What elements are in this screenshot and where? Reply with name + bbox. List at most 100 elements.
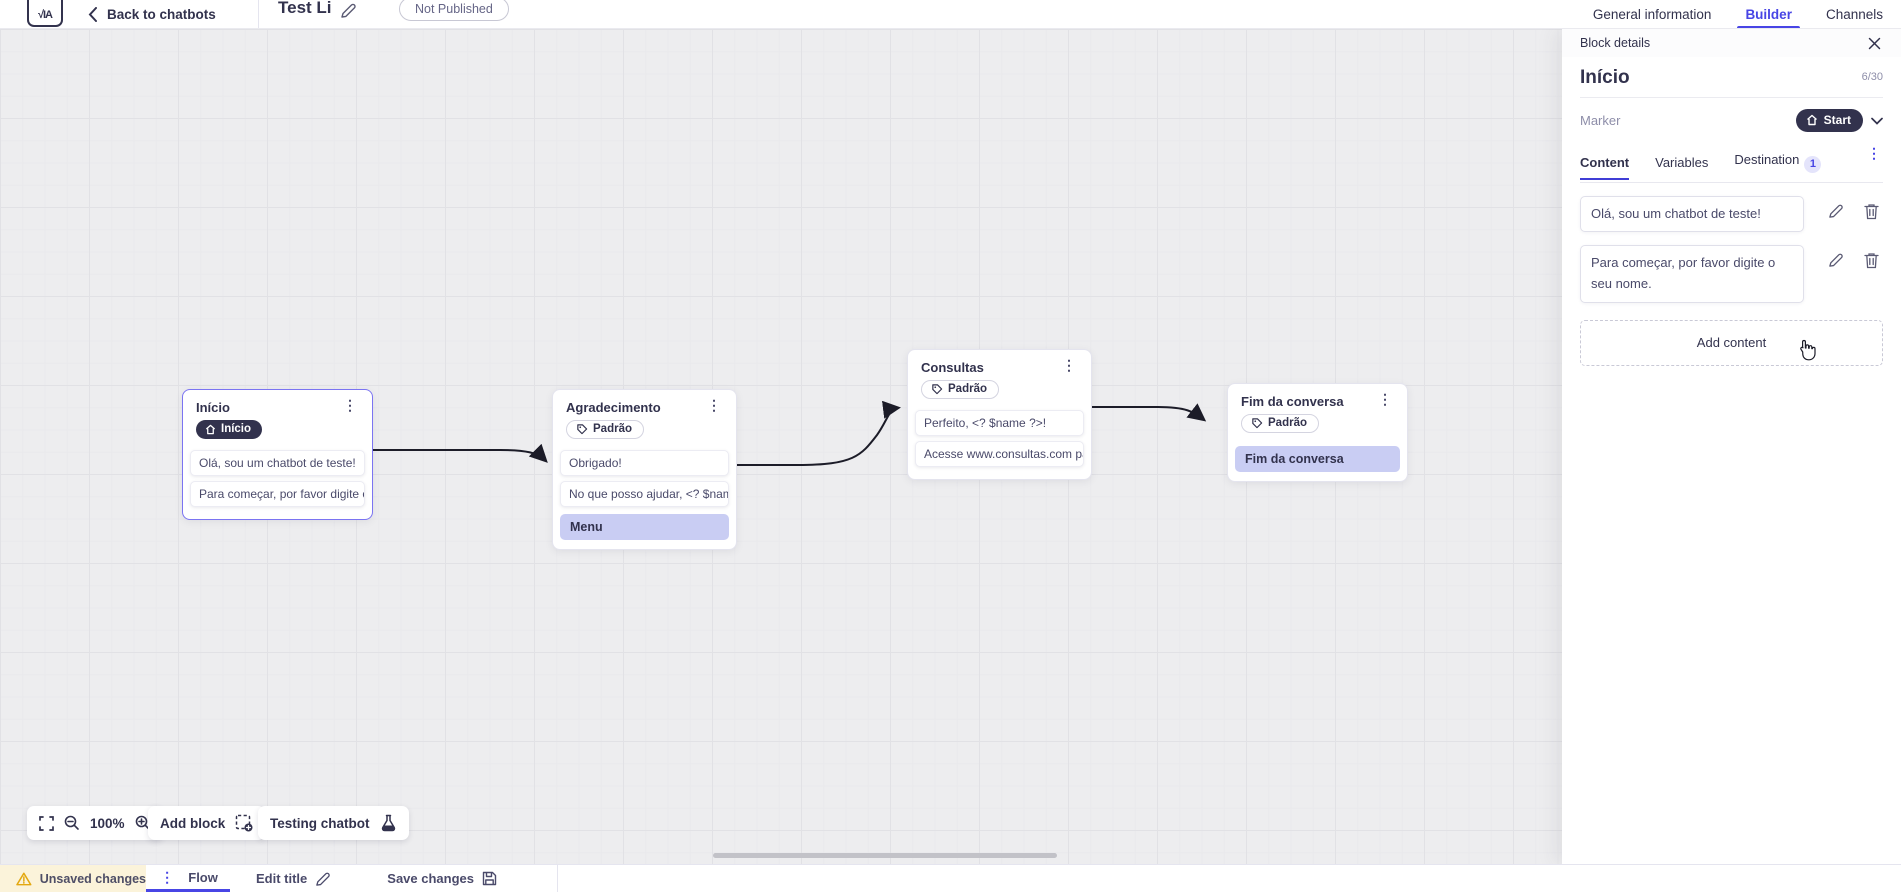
flow-canvas[interactable]: Início ⋮ Início Olá, sou um chatbot de t…: [0, 29, 1562, 864]
tab-builder[interactable]: Builder: [1737, 0, 1800, 28]
block-menu-icon[interactable]: ⋮: [1378, 391, 1392, 407]
unsaved-changes-indicator: Unsaved changes: [0, 865, 146, 892]
fullscreen-icon: [39, 815, 54, 831]
block-message[interactable]: Para começar, por favor digite o ...: [190, 481, 365, 507]
home-icon: [205, 424, 216, 434]
flow-tab-label: Flow: [188, 869, 218, 885]
block-message[interactable]: Obrigado!: [560, 450, 729, 476]
zoom-out-button[interactable]: [64, 815, 80, 831]
bottom-bar: Unsaved changes ⋮ Flow Edit title Save c…: [0, 864, 1901, 892]
topbar-divider: [258, 0, 259, 28]
testing-chatbot-button[interactable]: Testing chatbot: [258, 806, 409, 840]
home-icon: [1806, 114, 1817, 126]
block-message[interactable]: No que posso ajudar, <? $name ...: [560, 481, 729, 507]
add-block-label: Add block: [160, 815, 226, 831]
trash-icon: [1864, 203, 1879, 219]
marker-label: Marker: [1580, 113, 1621, 128]
builder-nav-tabs: General information Builder Channels: [1592, 0, 1883, 28]
panel-tab-destination-label: Destination: [1734, 152, 1800, 167]
panel-title: Block details: [1580, 36, 1651, 50]
tab-general-information[interactable]: General information: [1592, 7, 1712, 22]
block-title: Consultas: [921, 360, 984, 375]
tag-label: Padrão: [1268, 417, 1307, 429]
pencil-icon: [1829, 253, 1843, 268]
chevron-left-icon: [88, 7, 97, 22]
flask-icon: [381, 814, 395, 832]
warning-icon: [16, 872, 32, 885]
edit-title-label: Edit title: [256, 871, 308, 886]
block-details-panel: Block details Início 6/30 Marker Start: [1562, 29, 1901, 864]
panel-tab-destination[interactable]: Destination 1: [1734, 146, 1822, 182]
block-message[interactable]: Acesse www.consultas.com par...: [915, 441, 1084, 467]
block-menu-icon[interactable]: ⋮: [343, 397, 357, 413]
flow-block-agradecimento[interactable]: Agradecimento ⋮ Padrão Obrigado! No que …: [552, 389, 737, 550]
canvas-horizontal-scrollbar[interactable]: [713, 853, 1057, 858]
edit-content-button[interactable]: [1828, 203, 1844, 220]
block-title: Início: [196, 400, 230, 415]
testing-chatbot-label: Testing chatbot: [270, 815, 370, 831]
block-menu-icon[interactable]: ⋮: [1062, 357, 1076, 373]
close-panel-button[interactable]: [1868, 37, 1881, 50]
tab-channels[interactable]: Channels: [1825, 7, 1883, 22]
add-content-button[interactable]: Add content: [1580, 319, 1883, 366]
edit-chatbot-title-button[interactable]: [340, 2, 357, 19]
content-item-row: Olá, sou um chatbot de teste!: [1580, 195, 1883, 233]
flow-block-inicio[interactable]: Início ⋮ Início Olá, sou um chatbot de t…: [182, 389, 373, 520]
save-changes-button[interactable]: Save changes: [383, 865, 501, 892]
panel-tabs: Content Variables Destination 1 ⋮: [1580, 142, 1883, 183]
name-char-counter: 6/30: [1861, 71, 1883, 83]
bottombar-divider: [557, 865, 558, 892]
chatbot-title: Test Li: [278, 0, 332, 17]
zoom-out-icon: [64, 815, 79, 830]
tag-badge: Padrão: [1241, 414, 1319, 433]
block-message[interactable]: Olá, sou um chatbot de teste!: [190, 450, 365, 476]
trash-icon: [1864, 253, 1879, 269]
content-item-row: Para começar, por favor digite o seu nom…: [1580, 245, 1883, 303]
connector-agradecimento-consultas: [737, 400, 901, 466]
connector-inicio-agradecimento: [373, 443, 548, 463]
flow-options-icon[interactable]: ⋮: [160, 869, 175, 885]
delete-content-button[interactable]: [1864, 203, 1879, 220]
flow-block-fim-da-conversa[interactable]: Fim da conversa ⋮ Padrão Fim da conversa: [1227, 383, 1408, 482]
pencil-icon: [316, 872, 331, 886]
pencil-icon: [341, 3, 356, 18]
marker-select[interactable]: Start: [1795, 109, 1883, 132]
edit-title-button[interactable]: Edit title: [252, 865, 335, 892]
destination-count-badge: 1: [1804, 155, 1822, 173]
fullscreen-button[interactable]: [39, 815, 54, 831]
app-logo-glyph: √IA: [37, 9, 53, 21]
close-icon: [1868, 37, 1881, 49]
connector-consultas-fim: [1088, 403, 1207, 422]
start-marker-label: Início: [221, 423, 252, 435]
block-menu-icon[interactable]: ⋮: [707, 397, 721, 413]
app-logo[interactable]: √IA: [27, 0, 63, 27]
tag-badge: Padrão: [566, 420, 644, 439]
block-message[interactable]: Perfeito, <? $name ?>!: [915, 410, 1084, 436]
flow-tab[interactable]: ⋮ Flow: [146, 865, 230, 892]
save-icon: [482, 871, 497, 886]
panel-tab-content[interactable]: Content: [1580, 149, 1630, 180]
block-name-input[interactable]: Início: [1580, 67, 1630, 88]
tag-badge: Padrão: [921, 380, 999, 399]
block-button-menu[interactable]: Menu: [560, 514, 729, 540]
tag-label: Padrão: [948, 383, 987, 395]
content-text-1[interactable]: Olá, sou um chatbot de teste!: [1580, 195, 1804, 233]
zoom-in-button[interactable]: [135, 815, 151, 831]
tag-icon: [932, 384, 943, 395]
back-to-chatbots-button[interactable]: Back to chatbots: [88, 0, 216, 28]
tag-icon: [1252, 418, 1263, 429]
zoom-level: 100%: [90, 815, 125, 831]
edit-content-button[interactable]: [1828, 252, 1844, 269]
status-badge: Not Published: [399, 0, 509, 21]
delete-content-button[interactable]: [1864, 252, 1879, 269]
panel-tab-variables[interactable]: Variables: [1655, 154, 1709, 170]
flow-block-consultas[interactable]: Consultas ⋮ Padrão Perfeito, <? $name ?>…: [907, 349, 1092, 480]
block-button-fim[interactable]: Fim da conversa: [1235, 446, 1400, 472]
panel-tab-menu-icon[interactable]: ⋮: [1867, 145, 1881, 161]
content-text-2[interactable]: Para começar, por favor digite o seu nom…: [1580, 245, 1804, 303]
tag-icon: [577, 424, 588, 435]
block-title: Agradecimento: [566, 400, 661, 415]
add-block-button[interactable]: Add block: [148, 806, 266, 840]
tag-label: Padrão: [593, 423, 632, 435]
zoom-in-icon: [135, 815, 150, 830]
